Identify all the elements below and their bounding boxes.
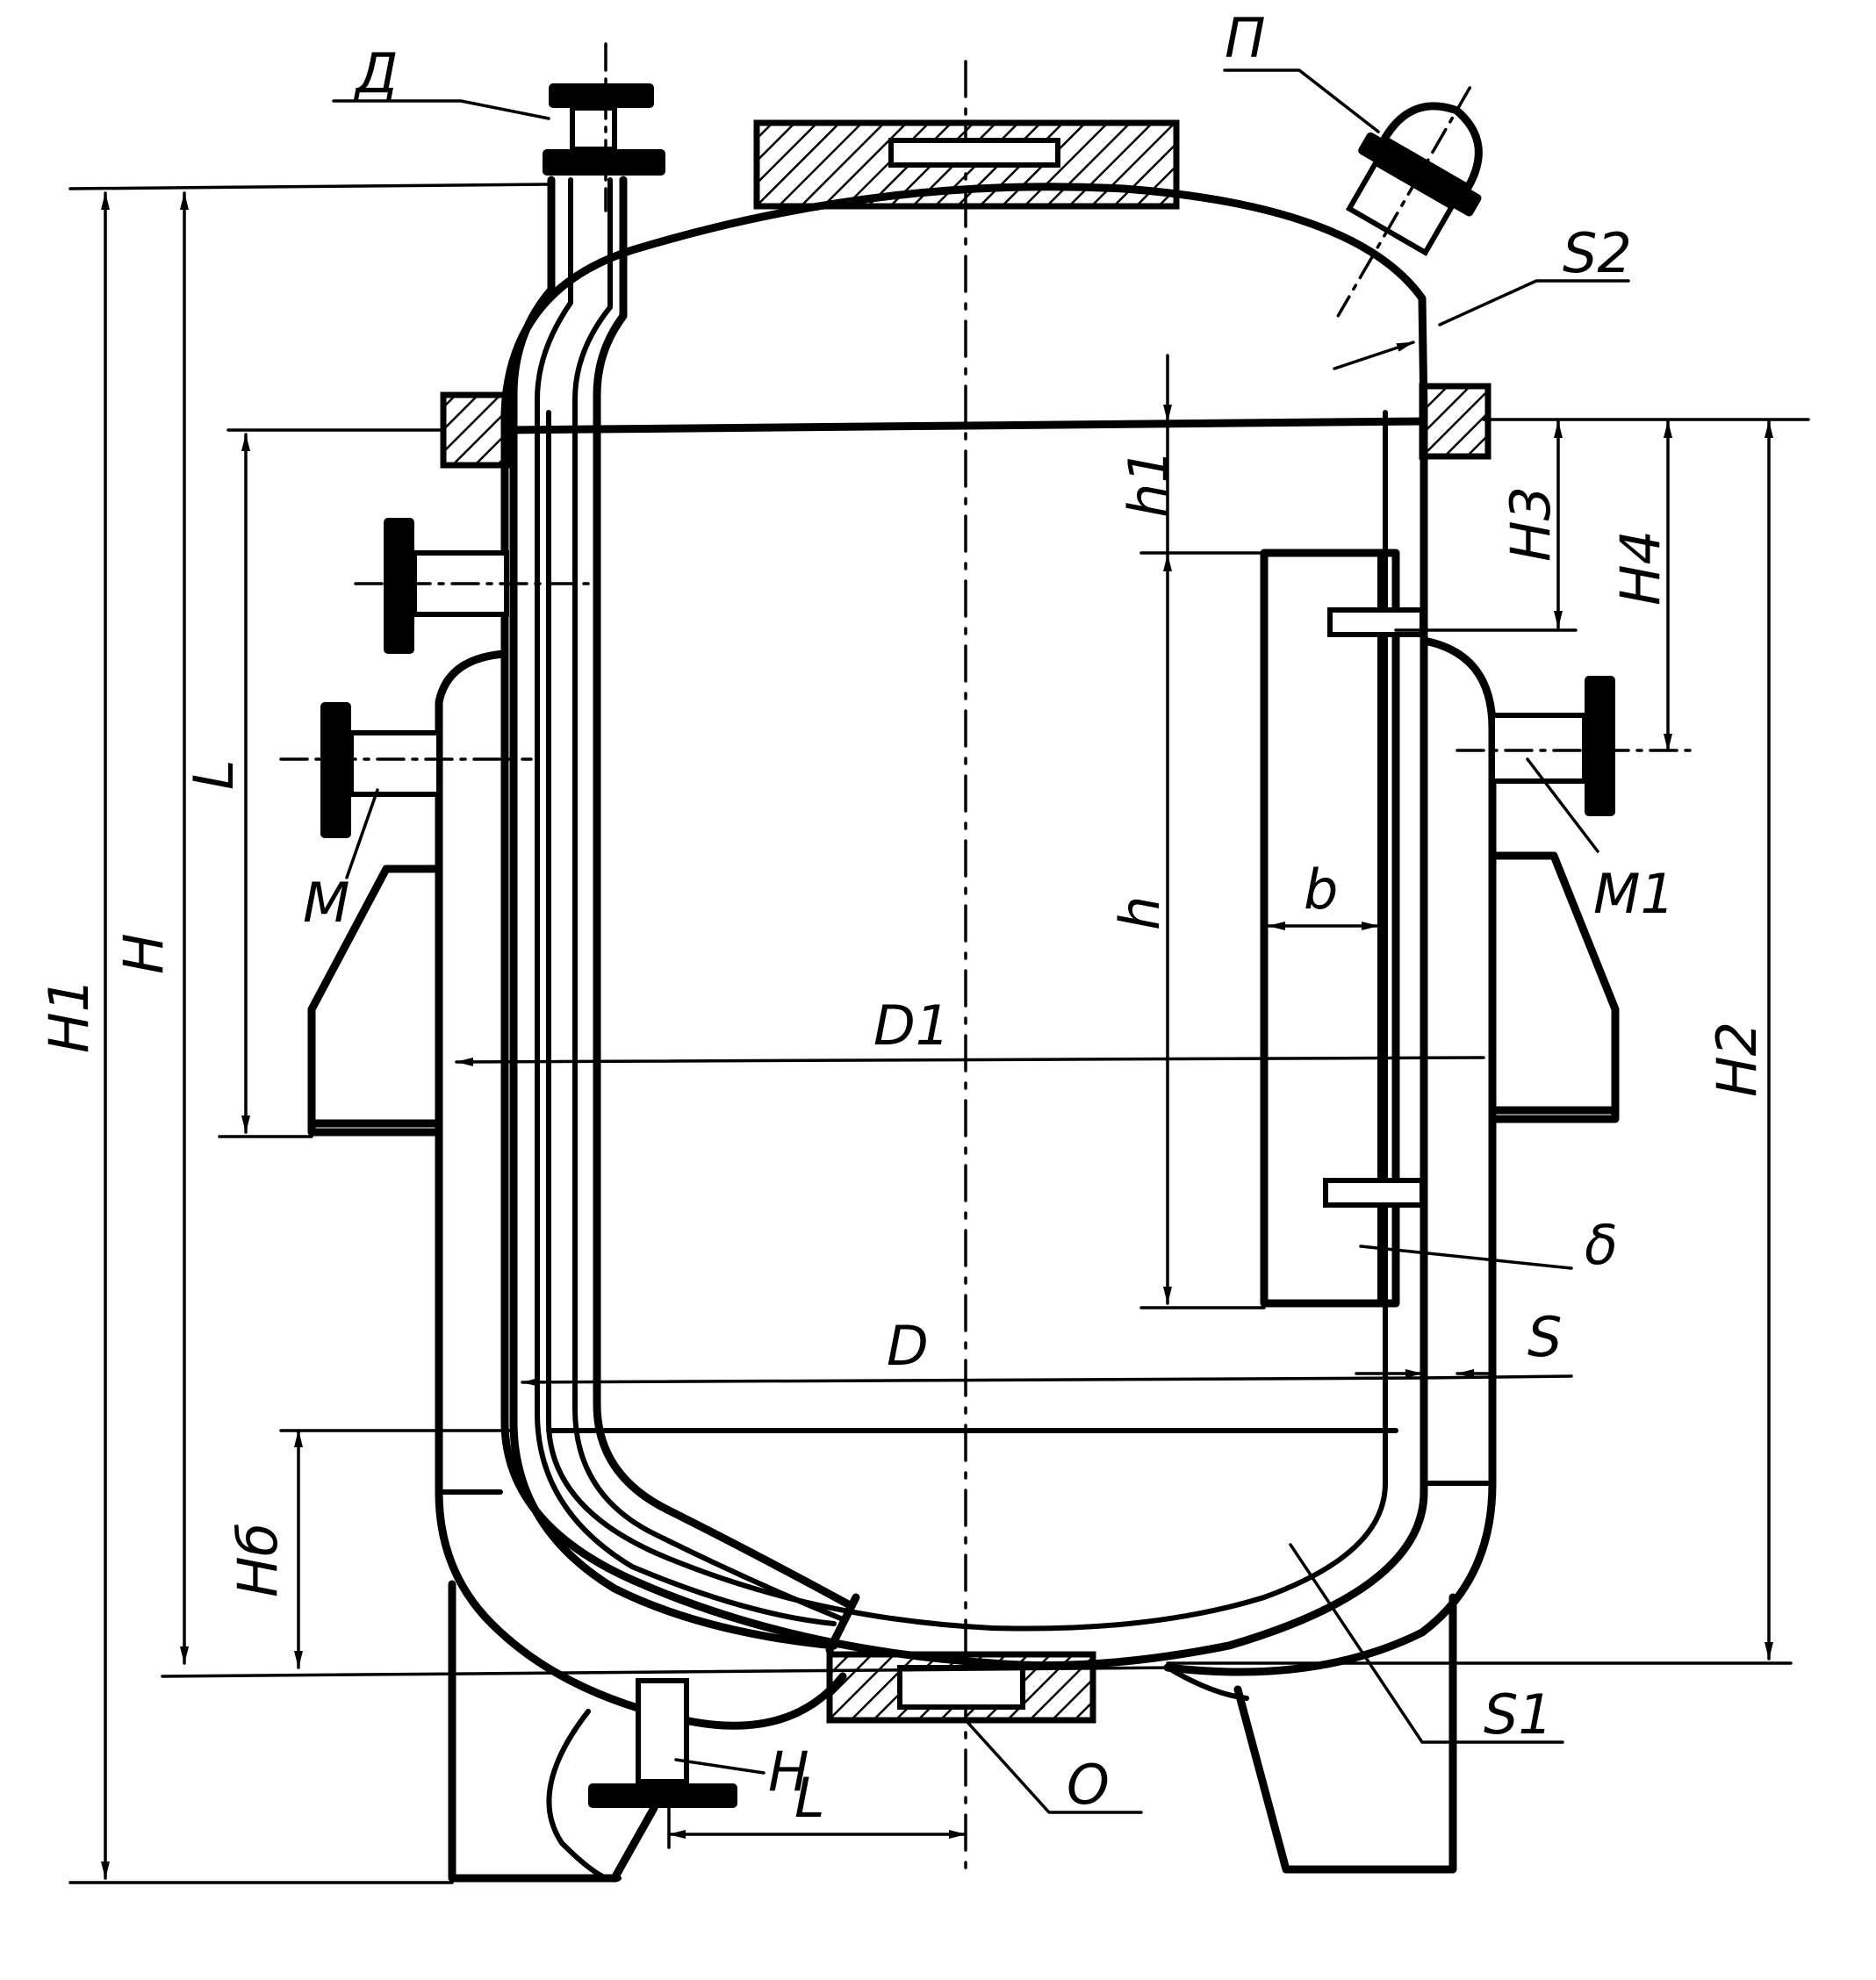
support-lug-left: [307, 864, 443, 1137]
dim-D1: [455, 1056, 1485, 1066]
flange-left: [440, 391, 513, 469]
vessel-shell-inner: [546, 410, 1388, 1632]
nozzle-M1-neck: [1490, 713, 1587, 784]
leader-M1: [1526, 757, 1599, 853]
label-M1: M1: [1593, 862, 1675, 926]
label-M: M: [303, 871, 350, 935]
label-h1: h1: [1117, 448, 1181, 518]
leg-left: [448, 1580, 658, 1883]
baffle-plate: [1260, 549, 1400, 1308]
body-flange-line: [500, 417, 1428, 434]
nozzle-H-neck: [636, 1678, 689, 1784]
dip-pipe-inner-2: [572, 177, 845, 1622]
jacket-outer: [435, 649, 847, 1730]
leader-S2: [1438, 279, 1630, 326]
jacket-outer-right: [1163, 636, 1497, 1676]
nozzle-H-break: [546, 1709, 622, 1883]
leader-delta: [1359, 1245, 1573, 1270]
nozzle-D-flange-bottom: [543, 149, 665, 176]
nozzle-M-flange: [320, 702, 351, 838]
support-lug-right: [1488, 851, 1620, 1123]
leader-P: [1223, 68, 1380, 133]
label-H1: H1: [37, 978, 101, 1053]
dim-D: [521, 1376, 1424, 1387]
label-H4: H4: [1608, 530, 1672, 606]
nozzle-P: [1336, 86, 1483, 318]
label-D1: D1: [873, 994, 950, 1058]
nozzle-M-neck: [349, 730, 442, 797]
label-delta: δ: [1585, 1213, 1618, 1277]
dip-pipe-outer: [509, 176, 838, 1650]
label-L-lower: L: [794, 1766, 825, 1830]
label-N: Н: [768, 1740, 809, 1804]
dip-pipe-inner: [535, 177, 837, 1626]
label-H3: H3: [1499, 486, 1563, 562]
dip-pipe-tip: [825, 1593, 860, 1654]
label-D: Д: [353, 41, 398, 105]
label-L-upper: L: [182, 759, 246, 790]
nozzle-D-flange-top: [549, 83, 654, 108]
flange-right: [1419, 383, 1491, 460]
leader-O: [964, 1718, 1143, 1814]
label-D-inner: D: [887, 1314, 929, 1378]
label-S1: S1: [1484, 1682, 1553, 1747]
dip-pipe-outer-2: [593, 176, 856, 1611]
baffle-bracket-bottom: [1323, 1178, 1425, 1208]
label-Hb: Hб: [226, 1523, 290, 1597]
leader-S1: [1289, 1543, 1564, 1744]
nozzle-M1-flange: [1585, 676, 1615, 816]
leader-N: [674, 1758, 765, 1775]
label-h: h: [1108, 896, 1172, 930]
nozzle-D-neck: [570, 105, 617, 152]
leader-D: [332, 99, 550, 120]
leg-right: [1233, 1593, 1457, 1874]
nozzle-H-flange: [588, 1783, 737, 1808]
bottom-flange-O-slot: [897, 1665, 1025, 1710]
label-S2: S2: [1563, 221, 1632, 285]
label-S: S: [1527, 1305, 1562, 1369]
label-H2: H2: [1705, 1022, 1769, 1097]
top-manhole-slot: [888, 138, 1060, 168]
label-P: П: [1225, 6, 1266, 70]
label-O: О: [1067, 1753, 1110, 1817]
nozzle-upper-left-flange: [384, 518, 414, 654]
leader-M: [345, 788, 379, 879]
label-H: H: [111, 933, 176, 974]
leg-right-inner: [1165, 1665, 1249, 1701]
label-b: b: [1304, 857, 1338, 922]
